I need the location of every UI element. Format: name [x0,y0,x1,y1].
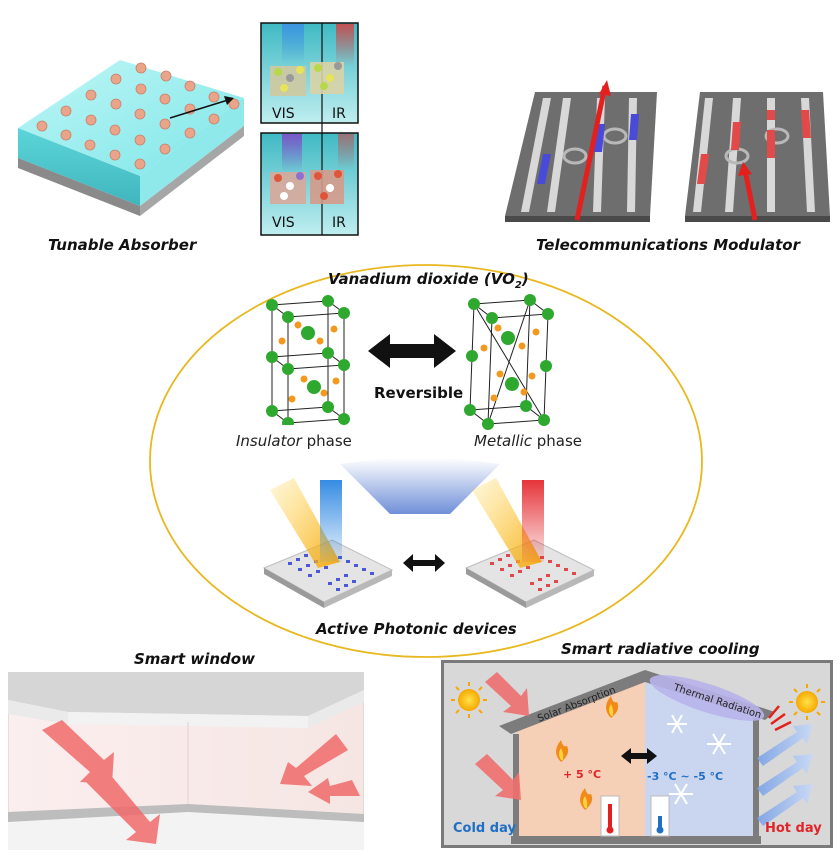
photonic-device-red [464,478,596,608]
ir-label-top: IR [332,106,346,122]
sun-icon-right [789,684,825,720]
absorber-pillars [36,62,240,170]
plus-temp-label: + 5 °C [563,768,601,781]
thermometer-icon-warm [600,795,620,837]
down-arrow [340,458,500,514]
absorber-slab-right [140,98,244,206]
center-ellipse [149,264,703,658]
absorber-slab-left [18,128,140,206]
telecom-modulator-illustration [505,80,830,222]
device-double-arrow [403,554,445,572]
metallic-phase-label: Metallic phase [474,432,583,450]
reversible-double-arrow [368,334,456,368]
sun-icon-left [451,682,487,718]
insulator-crystal [266,295,350,425]
minus-temp-label: -3 °C ~ -5 °C [647,770,723,783]
vis-label-bottom: VIS [272,215,295,231]
smart-window-illustration [8,672,364,850]
radiative-cooling-caption: Smart radiative cooling [561,640,760,658]
telecom-modulator-caption: Telecommunications Modulator [536,236,800,254]
flame-icons [556,696,619,810]
cold-day-label: Cold day [453,821,516,836]
smart-window-caption: Smart window [134,650,255,668]
ir-label-bottom: IR [332,215,346,231]
active-photonic-devices-caption: Active Photonic devices [316,620,517,638]
absorber-zoom-panels: VIS IR VIS IR [260,22,359,236]
metallic-crystal [464,294,554,430]
tunable-absorber-illustration [18,60,244,216]
snowflake-icons [667,714,731,805]
radiative-cooling-illustration: Solar Absorption Thermal Radiation + 5 °… [441,660,833,848]
vis-label-top: VIS [272,106,295,122]
tunable-absorber-caption: Tunable Absorber [48,236,197,254]
insulator-phase-label: Insulator phase [236,432,352,450]
crystal-cluster-bottom [270,170,344,204]
reversible-label: Reversible [374,384,464,402]
photonic-device-blue [262,478,394,608]
thermometer-icon-cool [650,795,670,837]
hot-day-label: Hot day [765,821,822,836]
vo2-title: Vanadium dioxide (VO2) [328,270,529,291]
crystal-cluster-top [270,62,344,96]
